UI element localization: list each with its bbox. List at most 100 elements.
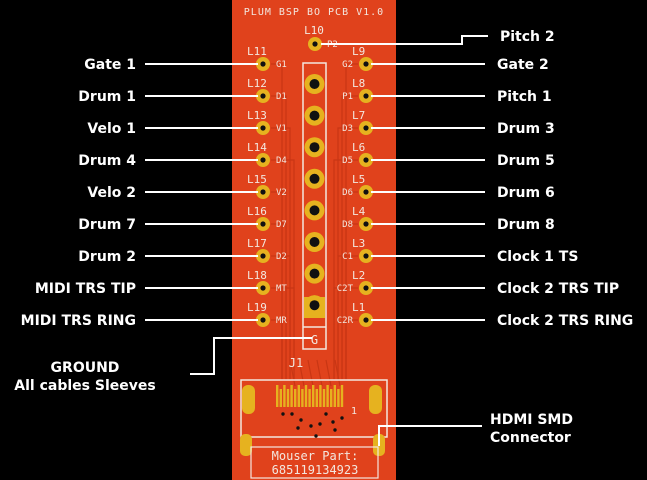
pad-ref: L5	[352, 173, 365, 186]
vias	[281, 412, 344, 438]
header-pin-hole	[309, 79, 320, 89]
pad-hole	[260, 317, 266, 323]
pad-net: D6	[342, 188, 353, 198]
via	[333, 428, 337, 432]
label-l15: Velo 2	[87, 185, 136, 201]
hdmi-pin	[340, 385, 344, 407]
label-l18: MIDI TRS TIP	[35, 281, 136, 297]
pad-hole	[260, 253, 266, 259]
header-pin-hole	[309, 300, 320, 311]
hdmi-mount-left-top	[242, 385, 255, 414]
label-l7: Drum 3	[497, 121, 555, 137]
label-l11: Gate 1	[84, 57, 136, 73]
via	[340, 416, 344, 420]
pad-hole	[260, 157, 266, 163]
label-l19: MIDI TRS RING	[21, 313, 136, 329]
hdmi-pin	[304, 385, 308, 407]
pad-net: G1	[276, 60, 287, 70]
via	[290, 412, 294, 416]
mouser-label: Mouser Part:	[272, 449, 359, 463]
label-l14: Drum 4	[78, 153, 136, 169]
pad-ref: L11	[247, 45, 267, 58]
label-l1: Clock 2 TRS RING	[497, 313, 633, 329]
callout-ground-line2: All cables Sleeves	[14, 378, 155, 394]
header-pin-hole	[309, 268, 320, 279]
ground-pad-label: G	[311, 333, 318, 347]
hdmi-pin	[337, 389, 340, 407]
via	[299, 418, 303, 422]
hdmi-pin	[276, 385, 279, 407]
hdmi-pin	[326, 385, 329, 407]
header-pin-hole	[309, 237, 320, 247]
label-l3: Clock 1 TS	[497, 249, 578, 265]
pad-ref: L7	[352, 109, 365, 122]
pad-hole	[260, 221, 266, 227]
pin-header-outline	[302, 62, 327, 350]
header-pin-hole	[309, 142, 320, 153]
pad-ref: L2	[352, 269, 365, 282]
pad-net: D2	[276, 252, 287, 262]
via	[331, 420, 335, 424]
pad-hole	[363, 93, 369, 99]
pad-ref: L19	[247, 301, 267, 314]
header-pin-hole	[309, 110, 320, 121]
label-l5: Drum 6	[497, 185, 555, 201]
top-pad-ref: L10	[304, 24, 324, 37]
pad-ref: L9	[352, 45, 365, 58]
hdmi-pin	[297, 385, 300, 407]
leader-hdmi	[378, 425, 482, 446]
hdmi-pin	[286, 389, 290, 407]
copper-traces	[271, 63, 358, 387]
leader-ground	[190, 337, 312, 375]
hdmi-pin	[330, 389, 333, 407]
mouser-box	[250, 446, 379, 479]
pad-hole	[260, 285, 266, 291]
hdmi-pin	[279, 389, 282, 407]
label-l8: Pitch 1	[497, 89, 552, 105]
pad-hole	[260, 61, 266, 67]
hdmi-pin	[308, 389, 311, 407]
left-pads: L11G1L12D1L13V1L14D4L15V2L16D7L17D2L18MT…	[247, 45, 287, 327]
right-leaders: Gate 2 Pitch 1 Drum 3 Drum 5 Drum 6 Drum 8 Clo…	[371, 57, 633, 329]
pad-hole	[363, 285, 369, 291]
callout-hdmi-line2: Connector	[490, 430, 571, 446]
hdmi-pin	[301, 389, 304, 407]
pad-ref: L3	[352, 237, 365, 250]
pin1-marker: 1	[351, 406, 357, 417]
pad-hole	[363, 157, 369, 163]
pad-net: D1	[276, 92, 287, 102]
pad-net: D4	[276, 156, 287, 166]
label-l9: Gate 2	[497, 57, 549, 73]
label-top-pad: Pitch 2	[500, 29, 555, 45]
pad-net: D7	[276, 220, 287, 230]
header-pins	[304, 74, 325, 318]
pad-hole	[260, 125, 266, 131]
via	[324, 412, 328, 416]
hdmi-footprint: 1	[240, 379, 388, 456]
label-l6: Drum 5	[497, 153, 555, 169]
via	[281, 412, 285, 416]
board-title: PLUM BSP BO PCB V1.0	[244, 7, 384, 18]
pad-hole	[363, 125, 369, 131]
pad-net: C2T	[337, 284, 354, 294]
pad-hole	[260, 93, 266, 99]
pad-net: V2	[276, 188, 287, 198]
hdmi-pin	[283, 385, 286, 407]
via	[318, 422, 322, 426]
pad-hole	[363, 317, 369, 323]
label-l4: Drum 8	[497, 217, 555, 233]
